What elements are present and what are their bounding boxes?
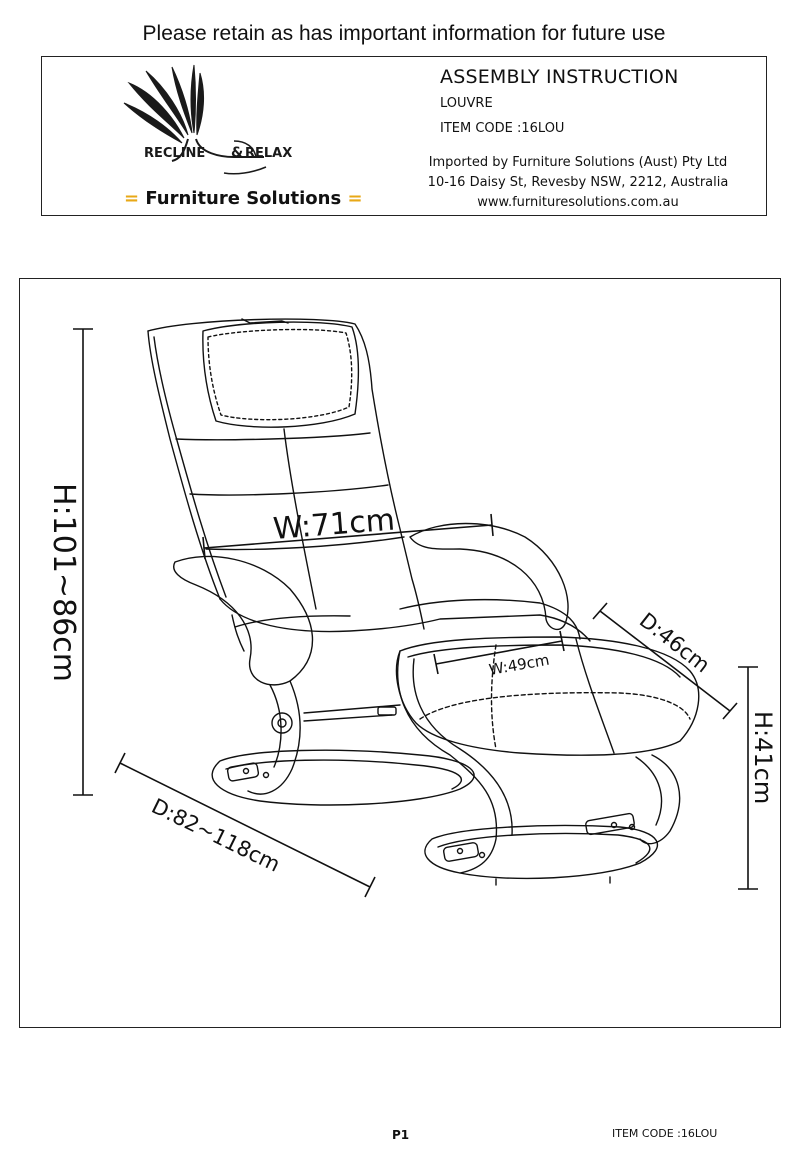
recline-relax-logo-icon: RECLINE & RELAX: [123, 64, 292, 175]
header-panel: RECLINE & RELAX = Furniture Solutions = …: [41, 56, 767, 216]
model-name: LOUVRE: [440, 96, 493, 111]
company-label: Furniture Solutions: [145, 188, 342, 209]
logo-text-recline: RECLINE: [144, 146, 205, 161]
item-code: ITEM CODE :16LOU: [440, 121, 565, 136]
chair-height-label: H:101~86cm: [46, 483, 81, 682]
ottoman-depth-label: D:46cm: [635, 608, 714, 677]
importer-line: Imported by Furniture Solutions (Aust) P…: [428, 155, 728, 170]
equals-left: =: [124, 188, 140, 209]
dimension-figure: H:101~86cm W:71cm D:82~118cm W:49cm D:46…: [19, 278, 781, 1028]
chair-depth-label: D:82~118cm: [148, 794, 284, 877]
equals-right: =: [347, 188, 363, 209]
importer-address: 10-16 Daisy St, Revesby NSW, 2212, Austr…: [427, 175, 729, 190]
footer-item-code: ITEM CODE :16LOU: [612, 1127, 718, 1140]
retain-notice: Please retain as has important informati…: [142, 22, 666, 45]
document-title: ASSEMBLY INSTRUCTION: [440, 66, 679, 88]
logo-text-relax: RELAX: [245, 146, 292, 161]
company-name: = Furniture Solutions =: [124, 188, 363, 209]
logo-text-amp: &: [231, 145, 243, 161]
page-number: P1: [392, 1128, 410, 1142]
importer-website: www.furnituresolutions.com.au: [477, 195, 679, 210]
dimension-lines: [73, 328, 758, 898]
ottoman-height-label: H:41cm: [749, 711, 777, 804]
chair-drawing: H:101~86cm W:71cm D:82~118cm W:49cm D:46…: [46, 318, 777, 898]
ottoman-width-label: W:49cm: [488, 651, 551, 679]
